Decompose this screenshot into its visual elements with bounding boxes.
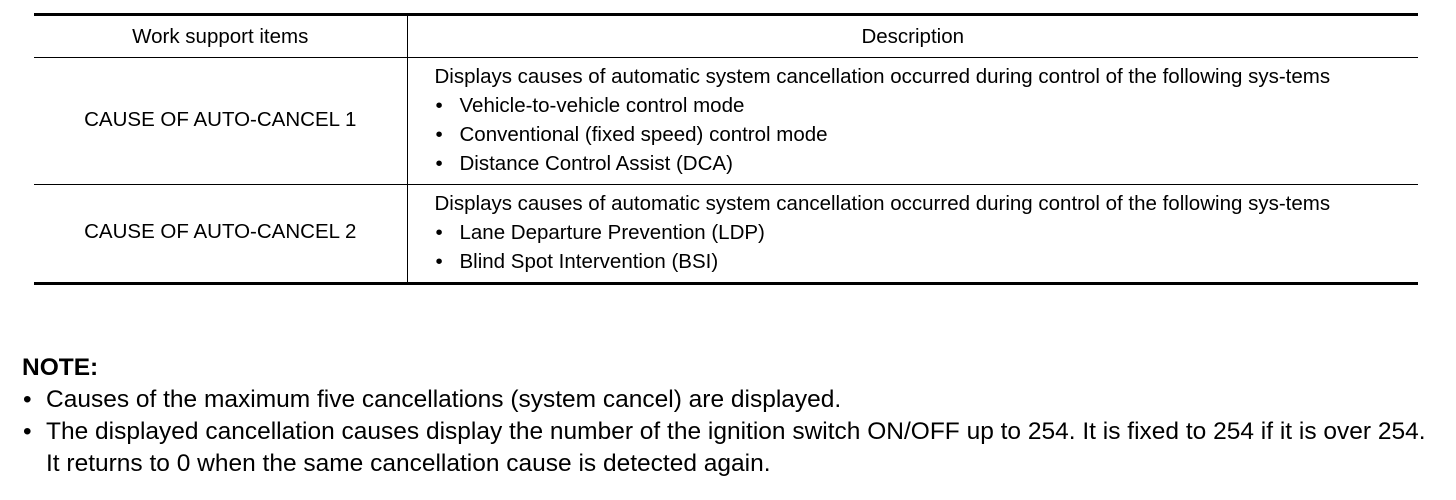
work-support-item: CAUSE OF AUTO-CANCEL 1 bbox=[34, 57, 408, 185]
list-item: Lane Departure Prevention (LDP) bbox=[435, 218, 1407, 247]
description-bullet-list: Lane Departure Prevention (LDP) Blind Sp… bbox=[435, 218, 1407, 276]
note-section: NOTE: Causes of the maximum five cancell… bbox=[22, 352, 1442, 480]
table-header-row: Work support items Description bbox=[34, 14, 1418, 58]
list-item: Conventional (fixed speed) control mode bbox=[435, 120, 1407, 149]
table-row: CAUSE OF AUTO-CANCEL 1 Displays causes o… bbox=[34, 57, 1418, 185]
description-text: Displays causes of automatic system canc… bbox=[434, 192, 1331, 215]
table-row: CAUSE OF AUTO-CANCEL 2 Displays causes o… bbox=[34, 184, 1418, 284]
description-bullet-list: Vehicle-to-vehicle control mode Conventi… bbox=[435, 91, 1407, 178]
work-support-item: CAUSE OF AUTO-CANCEL 2 bbox=[34, 184, 408, 284]
header-description: Description bbox=[861, 25, 965, 48]
item-description: Displays causes of automatic system canc… bbox=[407, 58, 1418, 185]
note-title: NOTE: bbox=[22, 354, 99, 381]
list-item: Vehicle-to-vehicle control mode bbox=[435, 91, 1407, 120]
work-support-table: Work support items Description CAUSE OF … bbox=[34, 13, 1418, 285]
description-text: Displays causes of automatic system canc… bbox=[434, 65, 1331, 88]
note-item: Causes of the maximum five cancellations… bbox=[22, 384, 1442, 416]
header-work-support-items: Work support items bbox=[34, 14, 408, 58]
note-item: The displayed cancellation causes displa… bbox=[22, 416, 1442, 480]
list-item: Blind Spot Intervention (BSI) bbox=[435, 247, 1407, 276]
item-description: Displays causes of automatic system canc… bbox=[407, 185, 1418, 284]
note-list: Causes of the maximum five cancellations… bbox=[22, 384, 1442, 480]
list-item: Distance Control Assist (DCA) bbox=[435, 149, 1407, 178]
